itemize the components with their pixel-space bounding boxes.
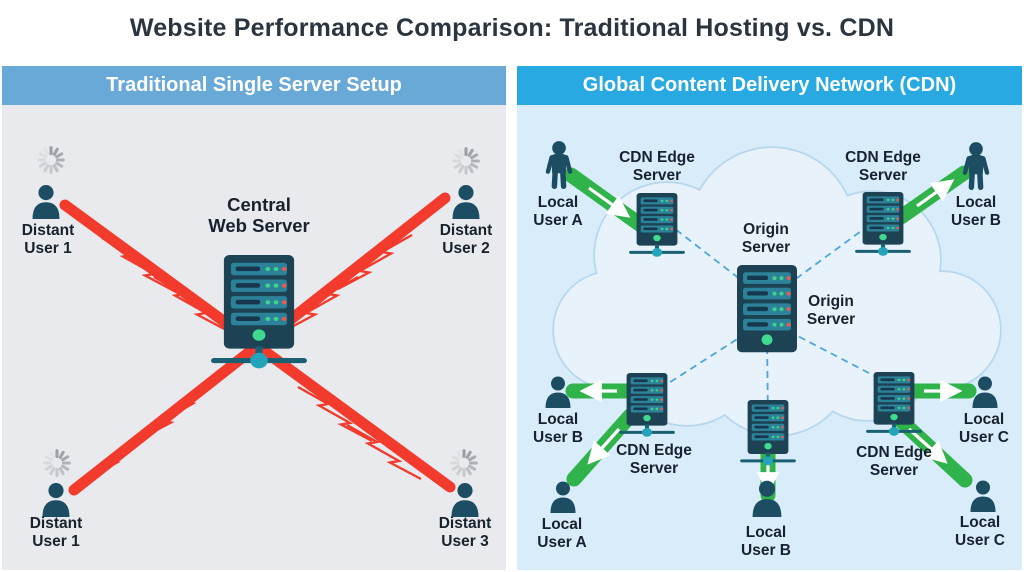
label-local-user-b-bottom: Local User B: [741, 524, 791, 559]
traditional-panel-header: Traditional Single Server Setup: [2, 66, 506, 105]
user-icon: [452, 185, 480, 220]
label-origin-server-side: Origin Server: [806, 293, 856, 328]
user-icon: [42, 483, 70, 518]
label-distant-user-1: Distant User 1: [21, 222, 75, 257]
label-edge-server-br: CDN Edge Server: [856, 444, 932, 479]
origin-server-icon: [737, 265, 797, 353]
cdn-edge-server-icon: [740, 400, 796, 466]
cdn-panel: Global Content Delivery Network (CDN): [517, 66, 1022, 570]
label-local-user-b-mid: Local User B: [533, 411, 583, 446]
label-origin-server-top: Origin Server: [741, 221, 791, 256]
label-edge-server-tl: CDN Edge Server: [619, 149, 695, 184]
traditional-panel-body: Central Web Server Distant User 1 Distan…: [2, 105, 506, 570]
user-icon: [451, 483, 479, 518]
label-distant-user-3: Distant User 3: [438, 515, 492, 550]
label-distant-user-1b: Distant User 1: [29, 515, 83, 550]
user-icon: [550, 481, 576, 513]
central-server-label: Central Web Server: [208, 194, 310, 236]
page-title: Website Performance Comparison: Traditio…: [129, 14, 895, 42]
user-icon: [32, 185, 60, 220]
label-local-user-c-bottom: Local User C: [955, 514, 1005, 549]
cdn-diagram: [517, 105, 1002, 517]
label-edge-server-tr: CDN Edge Server: [845, 149, 921, 184]
label-local-user-b-top: Local User B: [951, 194, 1001, 229]
label-local-user-a-top: Local User A: [533, 194, 583, 229]
central-web-server-icon: [211, 255, 307, 369]
loading-spinner-icon: [452, 147, 480, 175]
cdn-panel-body: CDN Edge Server CDN Edge Server CDN Edge…: [517, 105, 1022, 570]
user-icon: [970, 480, 996, 512]
label-local-user-a-bottom: Local User A: [537, 516, 587, 551]
label-edge-server-bl: CDN Edge Server: [616, 442, 692, 477]
loading-spinner-icon: [43, 449, 71, 477]
traditional-hosting-panel: Traditional Single Server Setup: [2, 66, 506, 570]
loading-spinner-icon: [37, 146, 65, 174]
standing-user-icon: [965, 142, 987, 187]
loading-spinner-icon: [450, 449, 478, 477]
traditional-diagram: [32, 146, 480, 518]
label-distant-user-2: Distant User 2: [439, 222, 493, 257]
cdn-panel-header: Global Content Delivery Network (CDN): [517, 66, 1022, 105]
label-local-user-c-mid: Local User C: [959, 411, 1009, 446]
